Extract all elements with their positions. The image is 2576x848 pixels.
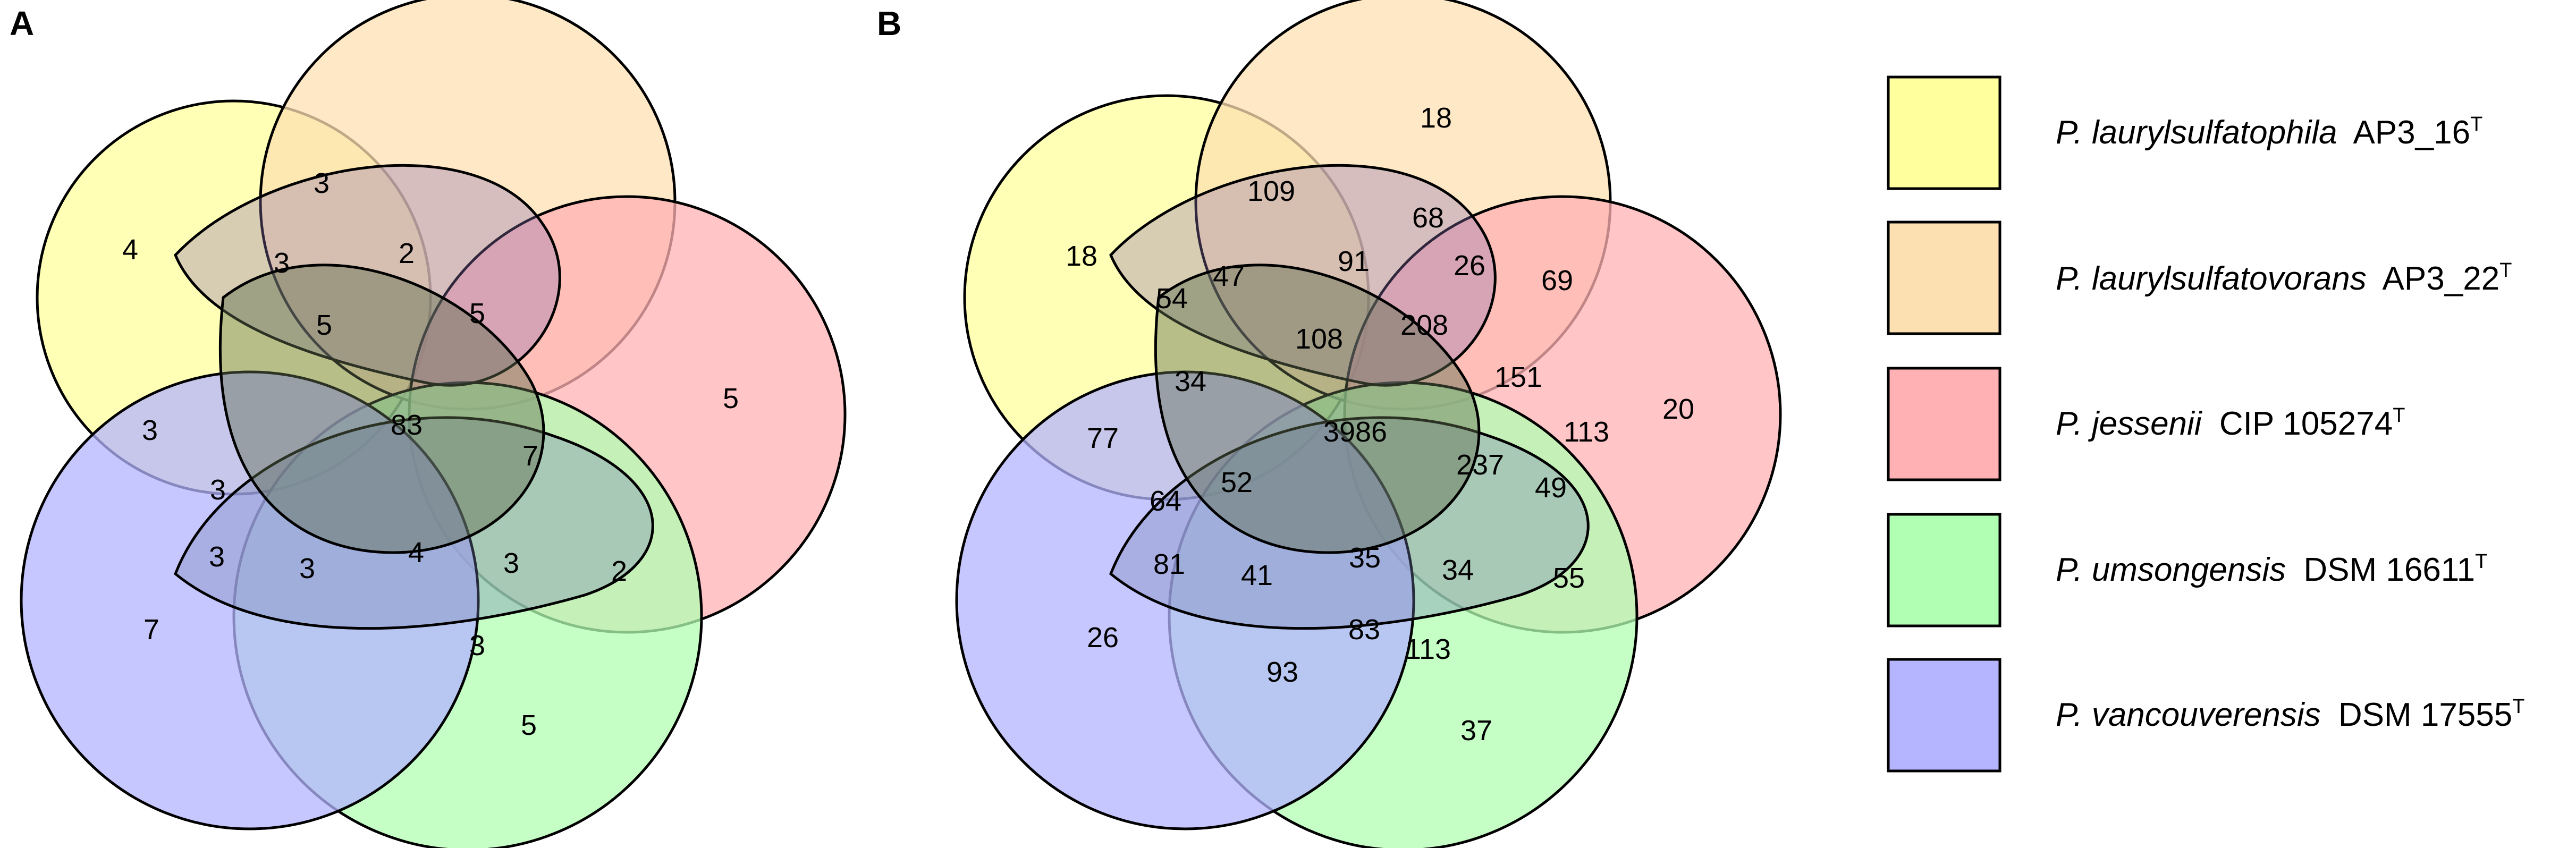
count-b-top-mid: 91 xyxy=(1338,245,1370,277)
count-a-bot-right: 3 xyxy=(503,547,519,579)
count-b-bl-green: 93 xyxy=(1266,656,1298,688)
count-a-ylg: 3 xyxy=(274,247,290,279)
count-a-center: 83 xyxy=(391,409,423,441)
legend-genus: P. umsongensis xyxy=(2056,552,2286,588)
legend-label: P. vancouverensis DSM 17555T xyxy=(2056,696,2524,733)
count-b-purple: 26 xyxy=(1454,250,1485,282)
legend-label: P. jessenii CIP 105274T xyxy=(2056,404,2405,442)
count-b-left2: 34 xyxy=(1175,366,1206,397)
count-b-bot-center: 35 xyxy=(1349,542,1381,574)
count-b-yo: 109 xyxy=(1247,175,1295,207)
legend-sup: T xyxy=(2499,259,2512,282)
count-b-orange-only: 18 xyxy=(1420,102,1452,134)
count-b-r-or2: 113 xyxy=(1564,416,1609,448)
count-b-ylg: 54 xyxy=(1156,283,1188,315)
count-a-yo: 3 xyxy=(314,167,330,199)
count-a-bot-center: 4 xyxy=(408,537,424,569)
legend-swatch xyxy=(1887,75,2001,190)
venn-center-a xyxy=(218,264,545,554)
count-a-green-only: 5 xyxy=(521,709,537,741)
count-b-g-tip2: 83 xyxy=(1348,614,1380,646)
legend-item: P. vancouverensis DSM 17555T xyxy=(1887,658,2524,773)
venn-center-b xyxy=(1154,264,1481,554)
legend-label: P. umsongensis DSM 16611T xyxy=(2056,550,2487,588)
count-a-yb: 3 xyxy=(142,414,158,446)
legend-genus: P. laurylsulfatophila xyxy=(2056,114,2337,151)
count-b-rg: 55 xyxy=(1553,562,1585,594)
count-b-right-mid: 237 xyxy=(1456,449,1504,481)
legend-label: P. laurylsulfatophila AP3_16T xyxy=(2056,113,2482,151)
legend-swatch xyxy=(1887,513,2001,627)
count-a-rg: 2 xyxy=(611,555,627,587)
legend-strain: CIP 105274 xyxy=(2219,405,2393,442)
count-a-left-mid: 5 xyxy=(316,309,332,341)
venn-counts-b: 18 18 109 68 54 47 91 26 69 108 208 151 … xyxy=(1066,102,1694,747)
legend-item: P. jessenii CIP 105274T xyxy=(1887,367,2405,481)
venn-counts-a: 4 3 3 2 5 5 5 3 83 7 3 3 3 4 3 2 7 3 5 xyxy=(122,167,739,741)
panel-letter-b: B xyxy=(877,4,901,43)
count-b-green-only: 37 xyxy=(1460,715,1492,747)
count-b-right2: 49 xyxy=(1535,472,1567,504)
count-a-top-mid: 2 xyxy=(399,238,415,269)
count-a-right-mid: 7 xyxy=(522,440,538,472)
count-b-yellow-only: 18 xyxy=(1066,240,1097,272)
legend-label: P. laurylsulfatovorans AP3_22T xyxy=(2056,259,2512,297)
count-b-bot-left2: 81 xyxy=(1153,548,1185,580)
count-a-purple: 5 xyxy=(469,298,485,329)
count-b-r-or: 151 xyxy=(1494,361,1542,393)
count-b-red-only: 20 xyxy=(1662,393,1694,425)
count-b-center: 3986 xyxy=(1323,416,1387,448)
count-b-bot-mid: 41 xyxy=(1241,559,1273,591)
count-a-bot-left: 3 xyxy=(210,474,226,506)
legend-swatch xyxy=(1887,658,2001,773)
legend-genus: P. laurylsulfatovorans xyxy=(2056,260,2367,297)
legend-sup: T xyxy=(2512,696,2524,718)
legend-swatch xyxy=(1887,221,2001,335)
count-b-purple-top: 68 xyxy=(1412,202,1444,234)
legend: P. laurylsulfatophila AP3_16T P. lauryls… xyxy=(1887,75,2524,773)
legend-swatch xyxy=(1887,367,2001,481)
panel-letter-a: A xyxy=(10,4,34,43)
count-a-blue-only: 7 xyxy=(143,614,159,646)
count-a-g-tip: 3 xyxy=(469,630,485,662)
count-a-red-only: 5 xyxy=(723,383,739,414)
legend-genus: P. jessenii xyxy=(2056,405,2203,442)
count-b-bot-right: 34 xyxy=(1442,554,1474,586)
count-b-blue-only: 26 xyxy=(1087,622,1119,654)
count-b-g-tip: 113 xyxy=(1405,633,1451,665)
legend-sup: T xyxy=(2393,404,2405,427)
count-b-bot-left3: 52 xyxy=(1221,467,1253,498)
legend-item: P. laurylsulfatovorans AP3_22T xyxy=(1887,221,2512,335)
legend-sup: T xyxy=(2470,113,2482,135)
count-b-red-orange: 69 xyxy=(1541,265,1573,296)
venn-diagram-b xyxy=(955,0,1782,848)
count-a-yellow-only: 4 xyxy=(122,234,138,266)
legend-item: P. umsongensis DSM 16611T xyxy=(1887,513,2487,627)
count-a-bot-left2: 3 xyxy=(209,541,225,573)
count-b-bot-left: 64 xyxy=(1150,485,1181,517)
count-b-center-top: 208 xyxy=(1400,309,1448,341)
legend-strain: AP3_16 xyxy=(2353,114,2470,151)
legend-item: P. laurylsulfatophila AP3_16T xyxy=(1887,75,2482,190)
legend-strain: AP3_22 xyxy=(2383,260,2500,297)
count-b-left-mid: 108 xyxy=(1295,323,1343,355)
venn-diagram-a xyxy=(20,0,847,848)
count-b-lg2: 47 xyxy=(1213,260,1245,292)
legend-strain: DSM 17555 xyxy=(2338,697,2512,733)
legend-sup: T xyxy=(2475,550,2487,573)
legend-genus: P. vancouverensis xyxy=(2056,697,2321,733)
count-b-yb: 77 xyxy=(1087,422,1119,454)
count-a-bot-mid: 3 xyxy=(299,553,315,584)
legend-strain: DSM 16611 xyxy=(2303,552,2475,588)
